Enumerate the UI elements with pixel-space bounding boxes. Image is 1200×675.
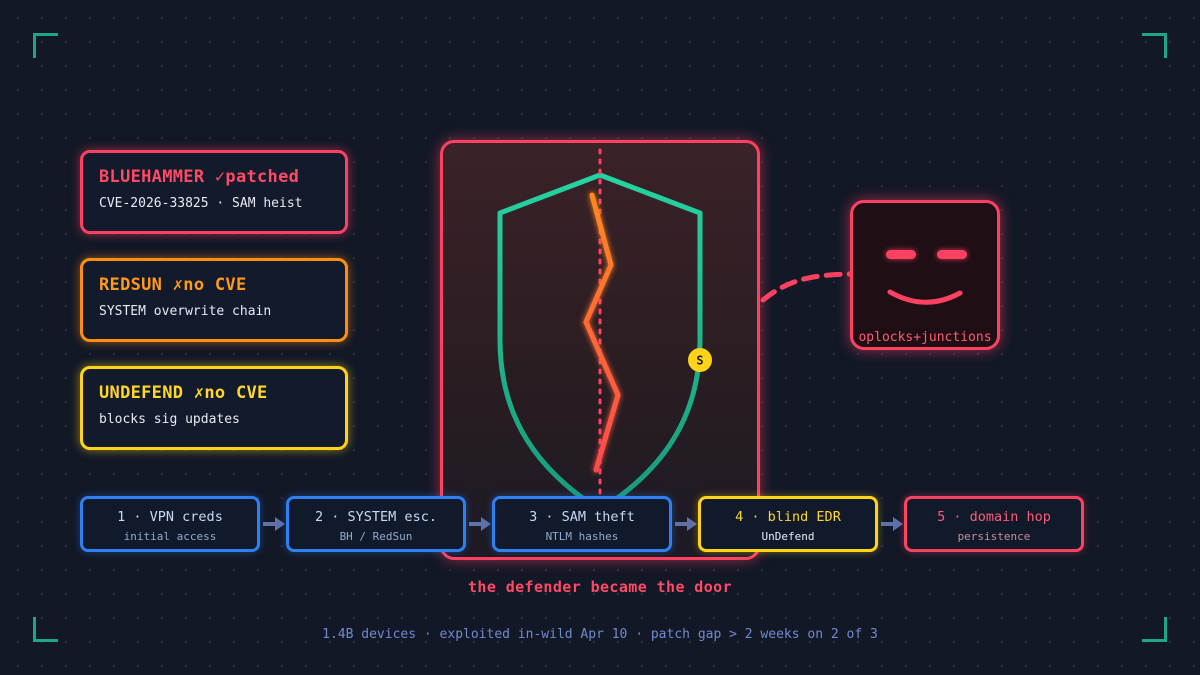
crack-icon xyxy=(583,192,621,473)
step-sub: BH / RedSun xyxy=(339,530,413,543)
card-bluehammer: BLUEHAMMER ✓patched CVE-2026-33825 · SAM… xyxy=(80,150,348,234)
corner-bracket-bottom-left xyxy=(33,617,58,642)
arrow-right-icon xyxy=(263,517,285,531)
footer-stats: 1.4B devices · exploited in-wild Apr 10 … xyxy=(322,627,878,642)
step-sub: NTLM hashes xyxy=(545,530,619,543)
step-sub: initial access xyxy=(123,530,217,543)
step-blind-edr: 4 · blind EDR UnDefend xyxy=(698,496,878,552)
card-subtitle: blocks sig updates xyxy=(99,412,240,427)
card-title: BLUEHAMMER ✓patched xyxy=(99,167,300,187)
left-eye xyxy=(886,250,916,259)
smiling-face-icon: oplocks+junctions xyxy=(850,200,1000,350)
card-title: REDSUN ✗no CVE xyxy=(99,275,247,295)
corner-bracket-top-left xyxy=(33,33,58,58)
badge-circle xyxy=(688,348,712,372)
step-domain-hop: 5 · domain hop persistence xyxy=(904,496,1084,552)
corner-bracket-top-right xyxy=(1142,33,1167,58)
badge-s: S xyxy=(696,354,703,368)
step-sam-theft: 3 · SAM theft NTLM hashes xyxy=(492,496,672,552)
caption: the defender became the door xyxy=(467,578,733,596)
step-label: 2 · SYSTEM esc. xyxy=(315,509,437,525)
step-label: 3 · SAM theft xyxy=(529,509,635,525)
card-title: UNDEFEND ✗no CVE xyxy=(99,383,268,403)
bot-caption: oplocks+junctions xyxy=(858,330,992,345)
step-sub: persistence xyxy=(957,530,1031,543)
step-sub: UnDefend xyxy=(761,530,815,543)
card-subtitle: SYSTEM overwrite chain xyxy=(99,304,272,319)
card-undefend: UNDEFEND ✗no CVE blocks sig updates xyxy=(80,366,348,450)
step-system-esc: 2 · SYSTEM esc. BH / RedSun xyxy=(286,496,466,552)
step-label: 1 · VPN creds xyxy=(117,509,223,525)
connector-line xyxy=(760,271,853,303)
step-vpn-creds: 1 · VPN creds initial access xyxy=(80,496,260,552)
smile-mouth xyxy=(887,289,963,305)
arrow-right-icon xyxy=(881,517,903,531)
step-label: 4 · blind EDR xyxy=(735,509,841,525)
right-eye xyxy=(937,250,967,259)
card-subtitle: CVE-2026-33825 · SAM heist xyxy=(99,196,303,211)
card-redsun: REDSUN ✗no CVE SYSTEM overwrite chain xyxy=(80,258,348,342)
corner-bracket-bottom-right xyxy=(1142,617,1167,642)
arrow-right-icon xyxy=(675,517,697,531)
arrow-right-icon xyxy=(469,517,491,531)
step-label: 5 · domain hop xyxy=(937,509,1051,525)
